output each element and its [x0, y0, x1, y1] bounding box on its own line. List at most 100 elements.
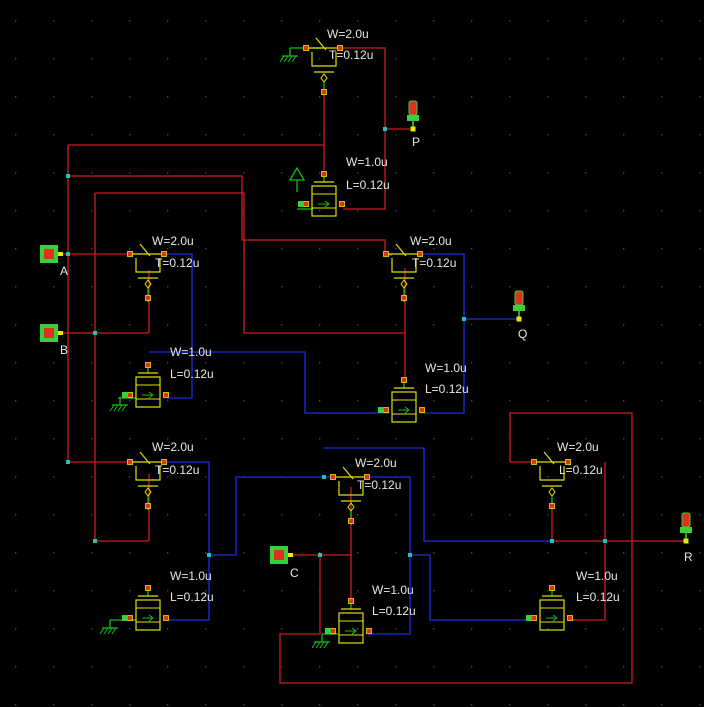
- grid-dot: [509, 628, 511, 630]
- transistor-pin[interactable]: [383, 407, 389, 413]
- pmos-a[interactable]: [127, 243, 167, 302]
- nmos-p[interactable]: [298, 171, 345, 217]
- grid-dot: [585, 210, 587, 212]
- pmos-p[interactable]: [303, 37, 343, 96]
- transistor-pin[interactable]: [364, 474, 370, 480]
- grid-dot: [53, 628, 55, 630]
- transistor-pin[interactable]: [565, 459, 571, 465]
- transistor-pin[interactable]: [163, 392, 169, 398]
- grid-dot: [547, 134, 549, 136]
- input-pin-a[interactable]: [40, 245, 63, 263]
- grid-dot: [623, 172, 625, 174]
- transistor-pin[interactable]: [383, 251, 389, 257]
- grid-dot: [471, 590, 473, 592]
- grid-dot: [167, 324, 169, 326]
- transistor-pin[interactable]: [531, 615, 537, 621]
- transistor-pin[interactable]: [348, 598, 354, 604]
- grid-dot: [205, 362, 207, 364]
- grid-dot: [433, 58, 435, 60]
- transistor-pin[interactable]: [321, 89, 327, 95]
- transistor-pin[interactable]: [531, 459, 537, 465]
- nmos-r[interactable]: [526, 585, 573, 631]
- transistor-pin[interactable]: [330, 474, 336, 480]
- junction-node: [603, 539, 607, 543]
- transistor-pin[interactable]: [417, 251, 423, 257]
- output-pin-p[interactable]: [407, 100, 419, 132]
- pmos-label-a-l: T=0.12u: [155, 256, 199, 270]
- transistor-pin[interactable]: [127, 615, 133, 621]
- grid-dot: [91, 134, 93, 136]
- transistor-pin[interactable]: [321, 171, 327, 177]
- transistor-pin[interactable]: [549, 503, 555, 509]
- nmos-b[interactable]: [122, 585, 169, 631]
- transistor-pin[interactable]: [145, 295, 151, 301]
- grid-dot: [91, 590, 93, 592]
- grid-dot: [623, 666, 625, 668]
- nmos-q[interactable]: [378, 377, 425, 423]
- grid-dot: [167, 172, 169, 174]
- transistor-pin[interactable]: [366, 628, 372, 634]
- transistor-pin[interactable]: [145, 503, 151, 509]
- transistor-pin[interactable]: [145, 362, 151, 368]
- grid-dot: [395, 286, 397, 288]
- output-pin-r[interactable]: [680, 512, 692, 544]
- transistor-pin[interactable]: [127, 251, 133, 257]
- input-pin-b[interactable]: [40, 324, 63, 342]
- transistor-pin[interactable]: [127, 459, 133, 465]
- input-pin-c[interactable]: [270, 546, 293, 564]
- transistor-pin[interactable]: [163, 615, 169, 621]
- transistor-pin[interactable]: [567, 615, 573, 621]
- grid-dot: [699, 58, 701, 60]
- nmos-a[interactable]: [122, 362, 169, 408]
- grid-dot: [395, 666, 397, 668]
- transistor-pin[interactable]: [303, 45, 309, 51]
- grid-dot: [395, 172, 397, 174]
- grid-dot: [129, 704, 131, 706]
- grid-dot: [15, 58, 17, 60]
- grid-dot: [433, 324, 435, 326]
- grid-dot: [471, 286, 473, 288]
- grid-dot: [357, 628, 359, 630]
- grid-dot: [53, 286, 55, 288]
- grid-dot: [205, 172, 207, 174]
- nmos-c[interactable]: [325, 598, 372, 644]
- ground-symbol-top: [279, 48, 298, 63]
- grid-dot: [243, 134, 245, 136]
- transistor-pin[interactable]: [401, 377, 407, 383]
- transistor-pin[interactable]: [330, 628, 336, 634]
- nmos-label-p-l: L=0.12u: [346, 178, 390, 192]
- transistor-pin[interactable]: [348, 518, 354, 524]
- grid-dot: [91, 172, 93, 174]
- grid-dot: [661, 286, 663, 288]
- grid-dot: [661, 248, 663, 250]
- grid-dot: [167, 20, 169, 22]
- nmos-label-c-l: L=0.12u: [372, 604, 416, 618]
- transistor-pin[interactable]: [161, 459, 167, 465]
- transistor-pin[interactable]: [339, 201, 345, 207]
- grid-dot: [547, 514, 549, 516]
- pmos-r[interactable]: [531, 451, 571, 510]
- pmos-q[interactable]: [383, 243, 423, 302]
- output-label-p: P: [412, 135, 420, 149]
- transistor-pin[interactable]: [401, 295, 407, 301]
- transistor-pin[interactable]: [303, 201, 309, 207]
- grid-dot: [547, 628, 549, 630]
- transistor-pin[interactable]: [549, 585, 555, 591]
- grid-dot: [281, 172, 283, 174]
- pmos-c[interactable]: [330, 466, 370, 525]
- junction-node: [66, 174, 70, 178]
- grid-dot: [547, 666, 549, 668]
- pmos-b[interactable]: [127, 451, 167, 510]
- grid-dot: [129, 286, 131, 288]
- transistor-pin[interactable]: [127, 392, 133, 398]
- grid-dot: [129, 514, 131, 516]
- transistor-pin[interactable]: [337, 45, 343, 51]
- transistor-pin[interactable]: [161, 251, 167, 257]
- grid-dot: [205, 438, 207, 440]
- grid-dot: [509, 400, 511, 402]
- transistor-pin[interactable]: [419, 407, 425, 413]
- transistor-pin[interactable]: [145, 585, 151, 591]
- grid-dot: [623, 324, 625, 326]
- output-pin-q[interactable]: [513, 290, 525, 322]
